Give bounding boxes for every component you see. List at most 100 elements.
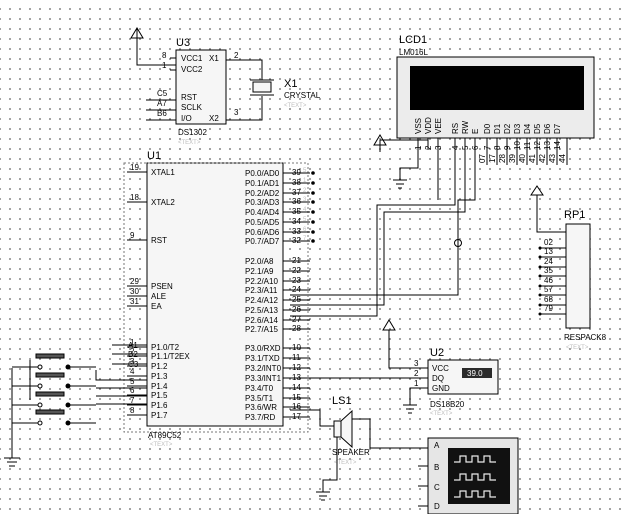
scope-channel-d: D (434, 502, 440, 511)
u1-pin-p0-6-ad6: P0.6/AD6 (245, 228, 280, 237)
u2-pin-vcc: VCC (432, 364, 449, 373)
rp1-net-label: 46 (544, 276, 553, 285)
u1-bus-net: 3 (303, 197, 307, 203)
u1-pin-num: 16 (292, 402, 301, 411)
ls1-part: SPEAKER (332, 448, 370, 457)
u1-pin-p3-4-t0: P3.4/T0 (245, 384, 274, 393)
u1-pin-num: 26 (292, 305, 301, 314)
pushbutton-4[interactable] (35, 409, 65, 415)
bus-dot (538, 265, 542, 269)
u1-pin-num: 4 (130, 367, 135, 376)
u3-power-symbol (130, 27, 144, 39)
ls1-body[interactable] (333, 420, 342, 438)
oscilloscope[interactable]: A B C D (427, 437, 519, 514)
lcd1-data-bus-stubs (486, 138, 568, 165)
u3-num-2: 2 (234, 51, 239, 60)
bus-dot (311, 171, 315, 175)
u1-pin-p2-4-a12: P2.4/A12 (245, 296, 278, 305)
u3-rtc-chip[interactable]: U3 DS1302 <TEXT> VCC1 VCC2 RST SCLK I/O … (157, 37, 239, 146)
scope-channel-c: C (434, 483, 440, 492)
lcd1-net-label: 39 (508, 154, 517, 163)
u3-pin-x2: X2 (209, 114, 219, 123)
pushbutton-2[interactable] (35, 372, 65, 378)
crystal-wires (226, 59, 263, 121)
u3-body[interactable] (175, 49, 227, 125)
lcd1-screen (410, 66, 584, 110)
u1-pin-p2-0-a8: P2.0/A8 (245, 257, 274, 266)
u3-net-a7: A7 (157, 99, 167, 108)
pushbutton-contact (37, 402, 43, 408)
bus-dot (311, 191, 315, 195)
u1-pin-p3-2-int0: P3.2/INT0 (245, 364, 282, 373)
lcd1-pin-e: E (471, 129, 480, 134)
u1-pin-p0-1-ad1: P0.1/AD1 (245, 179, 280, 188)
pushbutton-contact (65, 420, 71, 426)
u1-net-a1: A1 (128, 341, 138, 350)
rp1-net-label: 13 (544, 247, 553, 256)
u3-ref: U3 (176, 37, 190, 49)
lcd1-pin-d2: D2 (503, 123, 512, 134)
u2-temperature-sensor[interactable]: 39.0 U2 DS18B20 <TEXT> VCC DQ GND 3 2 1 (414, 347, 499, 417)
u1-net-c3: C3 (128, 360, 139, 369)
u1-body[interactable] (146, 162, 284, 427)
u1-pin-p2-1-a9: P2.1/A9 (245, 267, 274, 276)
rp1-body[interactable] (565, 223, 591, 329)
u1-bus-net: 6 (303, 227, 307, 233)
bus-dot (538, 246, 542, 250)
u2-num-3: 3 (414, 359, 419, 368)
pushbutton-contact (65, 402, 71, 408)
pushbutton-contact (37, 420, 43, 426)
bus-dot (311, 220, 315, 224)
u3-placeholder: <TEXT> (178, 140, 201, 146)
x1-body[interactable] (252, 81, 272, 93)
pushbutton-group[interactable] (12, 353, 96, 426)
u1-pin-num: 17 (292, 412, 301, 421)
x1-crystal[interactable]: X1 CRYSTAL <TEXT> (250, 78, 321, 109)
rp1-part: RESPACK8 (564, 333, 607, 342)
ls1-speaker[interactable]: LS1 SPEAKER <TEXT> (332, 395, 370, 466)
lcd1-display[interactable]: LCD1 LM016L <TEXT> VSS1VDD2VEE3RS4RW5E6D… (396, 34, 595, 150)
u2-pin-gnd: GND (432, 384, 450, 393)
lcd1-pin-d1: D1 (493, 123, 502, 134)
u2-readout (462, 368, 492, 378)
lcd1-net-label: 40 (518, 154, 527, 163)
bus-dot (538, 274, 542, 278)
pushbutton-3[interactable] (35, 391, 65, 397)
u1-pin-num: 18 (130, 193, 139, 202)
u1-bus-net: 1 (303, 178, 307, 184)
u1-pin-ale: ALE (151, 292, 166, 301)
u1-pin-num: 3 (130, 357, 135, 366)
u3-net-b6: B6 (157, 109, 167, 118)
u1-left-pins: 19XTAL118XTAL29RST29PSEN30ALE31EA1P1.0/T… (127, 163, 190, 420)
bus-dot (311, 230, 315, 234)
u1-mcu[interactable]: U1 AT89C52 <TEXT> 19XTAL118XTAL29RST29PS… (123, 150, 315, 448)
u1-pin-num: 25 (292, 295, 301, 304)
buttons-ground (4, 368, 20, 467)
bus-dot (538, 255, 542, 259)
u1-placeholder: <TEXT> (150, 442, 173, 448)
ls1-wires (290, 409, 428, 501)
u1-pin-p0-5-ad5: P0.5/AD5 (245, 218, 280, 227)
lcd1-pin-d4: D4 (523, 123, 532, 134)
ls1-ref: LS1 (332, 395, 352, 407)
u1-pin-p0-7-ad7: P0.7/AD7 (245, 237, 280, 246)
u1-pin-num: 35 (292, 207, 301, 216)
u3-net-c5: C5 (157, 89, 168, 98)
u1-pin-num: 8 (130, 406, 135, 415)
scope-trace-2 (454, 473, 496, 481)
u1-pin-num: 33 (292, 227, 301, 236)
u1-bus-net: 2 (303, 188, 307, 194)
u1-pin-p3-3-int1: P3.3/INT1 (245, 374, 282, 383)
u3-num-8: 8 (162, 51, 167, 60)
u1-pin-num: 5 (130, 377, 135, 386)
u3-wires (136, 28, 176, 121)
u1-pin-p0-3-ad3: P0.3/AD3 (245, 198, 280, 207)
pushbutton-1[interactable] (35, 353, 65, 359)
u1-pin-p3-1-txd: P3.1/TXD (245, 354, 280, 363)
u1-pin-p2-3-a11: P2.3/A11 (245, 286, 278, 295)
rp1-net-label: 57 (544, 285, 553, 294)
wire-rs (290, 150, 456, 317)
